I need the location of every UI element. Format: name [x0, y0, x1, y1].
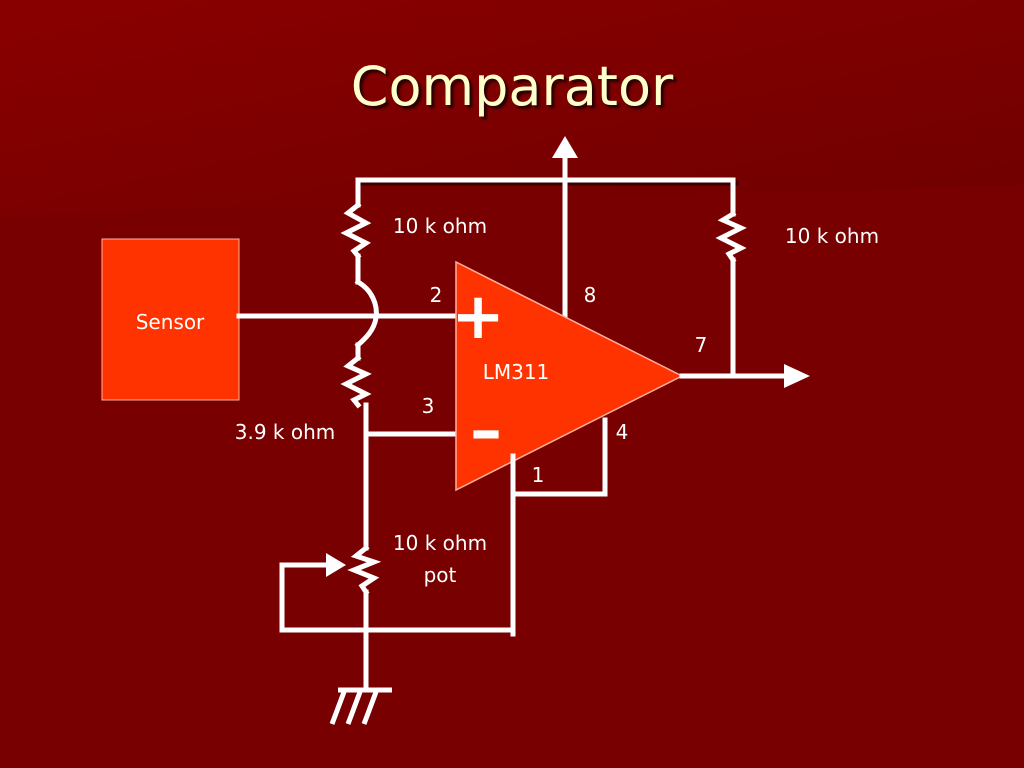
slide-title: Comparator [350, 55, 674, 118]
sensor-label: Sensor [136, 310, 205, 334]
resistor-icon [715, 210, 747, 264]
pin-1-label: 1 [532, 463, 545, 487]
pin-2-label: 2 [430, 283, 443, 307]
op-amp-triangle [455, 260, 684, 492]
pin-7-label: 7 [695, 333, 708, 357]
pin-8-label: 8 [584, 283, 597, 307]
top-rail-wire [355, 177, 739, 186]
resistor-right-label: 10 k ohm [785, 224, 879, 248]
resistor-top-left-label: 10 k ohm [393, 214, 487, 238]
pin4-pin1-loop-wire [510, 417, 608, 637]
output-arrow-icon [679, 364, 810, 388]
plus-sign: + [451, 280, 505, 354]
pot-value-label: 10 k ohm [393, 531, 487, 555]
pin-4-label: 4 [616, 420, 629, 444]
chip-label: LM311 [483, 360, 550, 384]
minus-sign: – [470, 394, 502, 468]
ground-icon [329, 687, 392, 725]
potentiometer-icon [347, 544, 382, 596]
sensor-block: Sensor [101, 238, 240, 401]
supply-arrow-icon [552, 136, 578, 321]
resistor-lower-left-label: 3.9 k ohm [235, 420, 336, 444]
resistor-icon [340, 354, 372, 409]
pot-type-label: pot [424, 563, 457, 587]
resistor-icon [340, 201, 372, 260]
pin-3-label: 3 [422, 394, 435, 418]
pot-wiper-arrow [279, 553, 346, 633]
